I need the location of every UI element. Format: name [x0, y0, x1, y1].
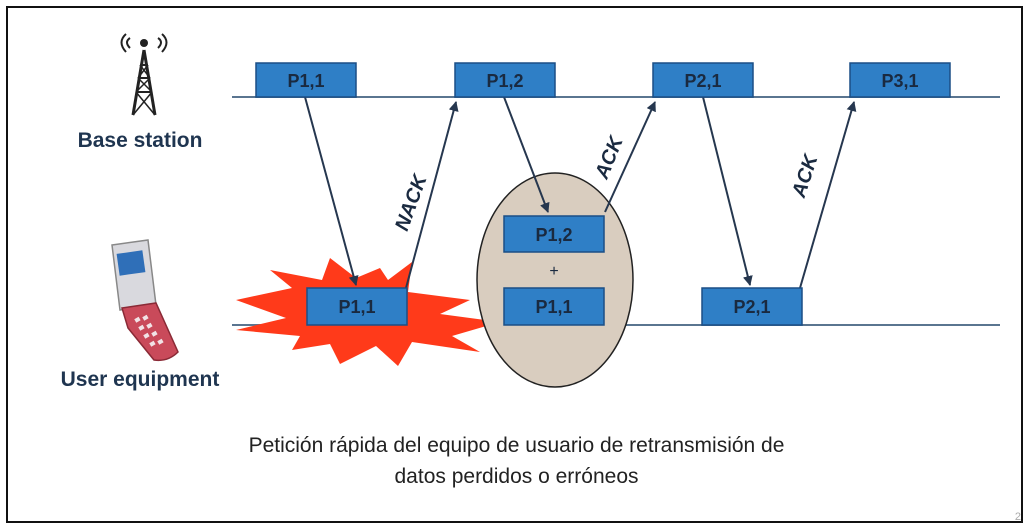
top-packet: P1,2	[454, 62, 556, 98]
mobile-phone-icon	[111, 239, 179, 362]
top-packet: P3,1	[849, 62, 951, 98]
top-packet-label: P2,1	[684, 71, 721, 91]
combined-packet-old: P1,1	[503, 287, 605, 326]
plus-sign: +	[549, 263, 558, 280]
caption-line-1: Petición rápida del equipo de usuario de…	[248, 434, 785, 457]
bottom-packet: P2,1	[701, 287, 803, 326]
top-packet-label: P1,1	[287, 71, 324, 91]
combined-packet-old-label: P1,1	[535, 297, 572, 317]
top-packet-label: P3,1	[881, 71, 918, 91]
antenna-tower-icon	[120, 33, 168, 116]
arrow-p21-to-ue	[702, 96, 753, 286]
user-equipment-label: User equipment	[61, 368, 220, 391]
arrow-ack1	[604, 101, 656, 213]
base-station-label: Base station	[78, 129, 203, 152]
bottom-packet-errored: P1,1	[306, 287, 408, 326]
top-packet-label: P1,2	[486, 71, 523, 91]
ack-label-2: ACK	[788, 151, 823, 201]
page-number: 2	[1014, 511, 1021, 523]
arrow-p12-to-ue	[503, 96, 550, 213]
caption-line-2: datos perdidos o erróneos	[394, 465, 639, 488]
bottom-packet-label: P1,1	[338, 297, 375, 317]
combining-ellipse	[476, 172, 634, 388]
arrow-nack	[405, 101, 459, 289]
top-packet: P1,1	[255, 62, 357, 98]
top-packet: P2,1	[652, 62, 754, 98]
bottom-packet-label: P2,1	[733, 297, 770, 317]
combined-packet-new-label: P1,2	[535, 225, 572, 245]
arrow-ack2	[799, 101, 857, 289]
nack-label: NACK	[391, 171, 432, 234]
combined-packet-new: P1,2	[503, 215, 605, 253]
arrows	[304, 96, 857, 289]
arrow-p11-to-ue	[304, 96, 359, 286]
